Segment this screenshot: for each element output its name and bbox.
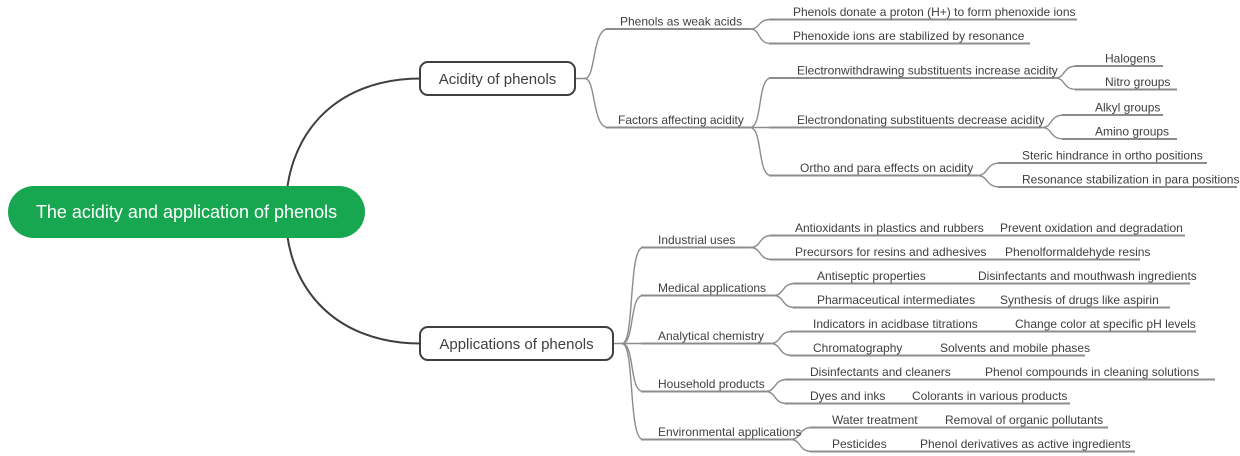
item-alkyl-groups[interactable]: Alkyl groups bbox=[1095, 101, 1160, 115]
connector-to-environmental bbox=[621, 342, 644, 441]
subtopic-industrial[interactable]: Industrial uses bbox=[658, 233, 735, 247]
connector-analytical-row2 bbox=[769, 342, 793, 357]
item-industrial-2-detail[interactable]: Phenolformaldehyde resins bbox=[1005, 245, 1150, 259]
connector-to-medical bbox=[621, 294, 644, 345]
item-analytical-1-detail[interactable]: Change color at specific pH levels bbox=[1015, 317, 1196, 331]
root-topic-label: The acidity and application of phenols bbox=[36, 202, 337, 222]
connector-to-weak-acids bbox=[584, 28, 609, 80]
item-halogens[interactable]: Halogens bbox=[1105, 52, 1156, 66]
subtopic-factors[interactable]: Factors affecting acidity bbox=[618, 113, 744, 127]
subtopic-weak-acids[interactable]: Phenols as weak acids bbox=[620, 15, 742, 29]
topic-acidity-of-phenols[interactable]: Acidity of phenols bbox=[419, 61, 576, 96]
connector-medical-row2 bbox=[772, 294, 796, 309]
item-environmental-2-detail[interactable]: Phenol derivatives as active ingredients bbox=[920, 437, 1131, 451]
subtopic-ewg[interactable]: Electronwithdrawing substituents increas… bbox=[797, 64, 1058, 78]
topic-acidity-label: Acidity of phenols bbox=[439, 71, 557, 88]
connector-to-steric bbox=[976, 162, 1001, 177]
root-topic[interactable]: The acidity and application of phenols bbox=[8, 186, 365, 238]
connector-household-row2 bbox=[764, 390, 788, 405]
branch-root-to-acidity bbox=[285, 77, 422, 209]
topic-acidity-rect[interactable] bbox=[419, 61, 576, 96]
item-industrial-1-topic[interactable]: Antioxidants in plastics and rubbers bbox=[795, 221, 984, 235]
item-analytical-2-topic[interactable]: Chromatography bbox=[813, 341, 902, 355]
connector-to-weak-acids-item2 bbox=[749, 28, 772, 45]
item-analytical-2-detail[interactable]: Solvents and mobile phases bbox=[940, 341, 1090, 355]
subtopic-household[interactable]: Household products bbox=[658, 377, 765, 391]
root-topic-pill[interactable] bbox=[8, 186, 365, 238]
connector-to-factors bbox=[584, 77, 609, 129]
subtopic-analytical[interactable]: Analytical chemistry bbox=[658, 329, 764, 343]
item-environmental-2-topic[interactable]: Pesticides bbox=[832, 437, 887, 451]
item-amino-groups[interactable]: Amino groups bbox=[1095, 125, 1169, 139]
subtopic-environmental[interactable]: Environmental applications bbox=[658, 425, 801, 439]
connector-household-row1 bbox=[764, 378, 788, 393]
connector-to-ortho-para bbox=[749, 126, 772, 177]
subtopic-ortho-para[interactable]: Ortho and para effects on acidity bbox=[800, 161, 973, 175]
item-household-2-topic[interactable]: Dyes and inks bbox=[810, 389, 885, 403]
connector-to-alkyl bbox=[1041, 114, 1065, 129]
item-household-1-topic[interactable]: Disinfectants and cleaners bbox=[810, 365, 951, 379]
item-industrial-2-topic[interactable]: Precursors for resins and adhesives bbox=[795, 245, 986, 259]
connector-to-nitro bbox=[1054, 77, 1078, 91]
item-medical-1-topic[interactable]: Antiseptic properties bbox=[817, 269, 926, 283]
item-nitro-groups[interactable]: Nitro groups bbox=[1105, 75, 1170, 89]
connector-to-industrial bbox=[621, 246, 644, 345]
connector-environmental-row2 bbox=[789, 438, 813, 453]
connector-to-weak-acids-item1 bbox=[749, 18, 772, 30]
item-environmental-1-topic[interactable]: Water treatment bbox=[832, 413, 918, 427]
item-medical-2-topic[interactable]: Pharmaceutical intermediates bbox=[817, 293, 975, 307]
item-medical-2-detail[interactable]: Synthesis of drugs like aspirin bbox=[1000, 293, 1159, 307]
item-weak-acids-1[interactable]: Phenols donate a proton (H+) to form phe… bbox=[793, 5, 1076, 19]
connector-to-ewg bbox=[749, 77, 772, 129]
item-medical-1-detail[interactable]: Disinfectants and mouthwash ingredients bbox=[978, 269, 1197, 283]
connector-analytical-row1 bbox=[769, 330, 793, 345]
subtopic-edg[interactable]: Electrondonating substituents decrease a… bbox=[797, 113, 1044, 127]
connector-to-resonance bbox=[976, 174, 1001, 188]
connector-to-halogens bbox=[1054, 65, 1078, 79]
item-analytical-1-topic[interactable]: Indicators in acidbase titrations bbox=[813, 317, 978, 331]
item-resonance-stabilization[interactable]: Resonance stabilization in para position… bbox=[1022, 173, 1239, 187]
connector-to-amino bbox=[1041, 126, 1065, 140]
connector-to-household bbox=[621, 342, 644, 393]
connector-medical-row1 bbox=[772, 282, 796, 297]
connector-industrial-row1 bbox=[749, 234, 773, 249]
connector-industrial-row2 bbox=[749, 246, 773, 261]
item-steric-hindrance[interactable]: Steric hindrance in ortho positions bbox=[1022, 149, 1203, 163]
item-environmental-1-detail[interactable]: Removal of organic pollutants bbox=[945, 413, 1103, 427]
item-household-1-detail[interactable]: Phenol compounds in cleaning solutions bbox=[985, 365, 1199, 379]
topic-applications-rect[interactable] bbox=[419, 326, 614, 361]
subtopic-medical[interactable]: Medical applications bbox=[658, 281, 766, 295]
item-household-2-detail[interactable]: Colorants in various products bbox=[912, 389, 1067, 403]
item-industrial-1-detail[interactable]: Prevent oxidation and degradation bbox=[1000, 221, 1183, 235]
branch-root-to-applications bbox=[285, 215, 422, 345]
item-weak-acids-2[interactable]: Phenoxide ions are stabilized by resonan… bbox=[793, 29, 1025, 43]
topic-applications-of-phenols[interactable]: Applications of phenols bbox=[419, 326, 614, 361]
topic-applications-label: Applications of phenols bbox=[439, 336, 593, 353]
